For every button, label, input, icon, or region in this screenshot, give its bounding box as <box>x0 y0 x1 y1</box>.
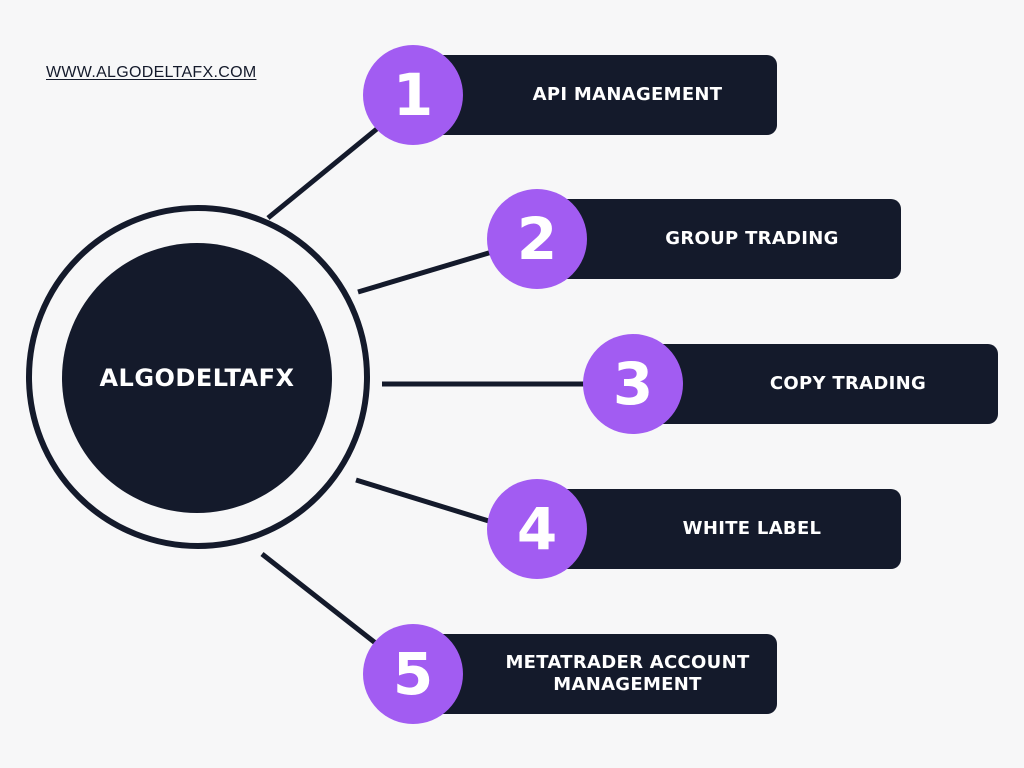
number-2: 2 <box>516 205 558 273</box>
feature-bar-1: API MANAGEMENT <box>420 55 777 135</box>
number-badge-3: 3 <box>583 334 683 434</box>
feature-bar-5: METATRADER ACCOUNT MANAGEMENT <box>420 634 777 714</box>
feature-label-5: METATRADER ACCOUNT MANAGEMENT <box>505 652 750 695</box>
number-badge-2: 2 <box>487 189 587 289</box>
feature-bar-4: WHITE LABEL <box>545 489 901 569</box>
number-5: 5 <box>392 640 434 708</box>
connector-line-1 <box>266 126 380 220</box>
connector-line-2 <box>357 249 493 295</box>
hub-circle: ALGODELTAFX <box>62 243 332 513</box>
number-4: 4 <box>516 495 558 563</box>
website-link[interactable]: WWW.ALGODELTAFX.COM <box>46 64 257 81</box>
connector-line-4 <box>355 477 493 525</box>
number-1: 1 <box>392 61 434 129</box>
feature-label-4: WHITE LABEL <box>682 518 822 539</box>
number-badge-5: 5 <box>363 624 463 724</box>
feature-bar-3: COPY TRADING <box>640 344 998 424</box>
number-badge-4: 4 <box>487 479 587 579</box>
feature-label-1: API MANAGEMENT <box>532 84 723 105</box>
feature-bar-2: GROUP TRADING <box>545 199 901 279</box>
feature-label-2: GROUP TRADING <box>665 228 839 249</box>
number-3: 3 <box>612 350 654 418</box>
hub-label: ALGODELTAFX <box>99 364 295 392</box>
number-badge-1: 1 <box>363 45 463 145</box>
connector-line-5 <box>260 552 380 647</box>
feature-label-3: COPY TRADING <box>769 373 927 394</box>
